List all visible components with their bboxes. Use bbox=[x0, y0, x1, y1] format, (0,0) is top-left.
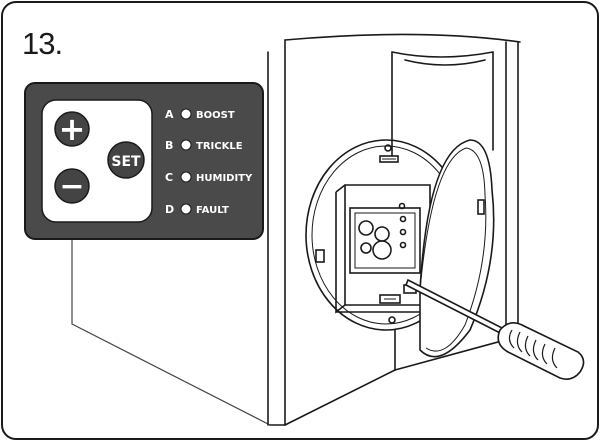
unit-inner-top-arc bbox=[391, 51, 494, 58]
hinged-cover bbox=[419, 139, 495, 358]
cover-hinge bbox=[477, 199, 485, 215]
cover-outer bbox=[419, 139, 495, 358]
screwdriver bbox=[404, 278, 585, 380]
set-button-label: SET bbox=[111, 154, 141, 170]
unit-inner-top-arc-2 bbox=[404, 59, 486, 66]
top-screw bbox=[384, 144, 392, 152]
screwdriver-grip-1 bbox=[508, 329, 515, 349]
indicator-trickle: B TRICKLE bbox=[165, 139, 243, 152]
screwdriver-grip-4 bbox=[532, 339, 539, 361]
indicator-led bbox=[180, 139, 192, 151]
screwdriver-handle bbox=[497, 322, 585, 380]
control-panel: + − SET A BOOST B TRICKLE C HUMIDITY bbox=[24, 82, 264, 240]
inner-housing-back bbox=[335, 184, 420, 314]
indicator-letter: A bbox=[165, 108, 174, 121]
indicator-label: BOOST bbox=[196, 110, 235, 121]
indicator-label: TRICKLE bbox=[196, 141, 243, 152]
unit-left-edge bbox=[71, 239, 271, 426]
indicator-humidity: C HUMIDITY bbox=[165, 171, 253, 184]
left-tab bbox=[315, 249, 325, 263]
indicator-label: HUMIDITY bbox=[196, 173, 253, 184]
indicator-label: FAULT bbox=[196, 205, 229, 216]
minus-icon: − bbox=[59, 169, 84, 204]
indicator-led bbox=[180, 171, 192, 183]
indicator-letter: B bbox=[165, 139, 173, 152]
indicator-letter: D bbox=[165, 203, 174, 216]
unit-top-curve bbox=[284, 33, 521, 43]
minus-button-circle bbox=[54, 168, 90, 204]
plus-icon: + bbox=[59, 110, 86, 148]
minus-button[interactable]: − bbox=[54, 168, 90, 204]
indicator-led bbox=[180, 108, 192, 120]
set-button[interactable]: SET bbox=[107, 141, 145, 179]
indicator-boost: A BOOST bbox=[165, 108, 235, 121]
screwdriver-grip-5 bbox=[541, 343, 548, 365]
circuit-board-inner bbox=[354, 212, 416, 269]
indicator-led bbox=[180, 203, 192, 215]
screwdriver-grip-6 bbox=[551, 347, 558, 369]
indicator-letter: C bbox=[165, 171, 173, 184]
screwdriver-grip-2 bbox=[516, 331, 523, 353]
screwdriver-grip-3 bbox=[524, 335, 531, 357]
step-number: 13. bbox=[22, 26, 63, 61]
plus-button-circle bbox=[54, 111, 90, 147]
bottom-screw bbox=[388, 316, 396, 324]
unit-body bbox=[71, 33, 521, 426]
indicator-fault: D FAULT bbox=[165, 203, 229, 216]
plus-button[interactable]: + bbox=[54, 110, 90, 148]
set-button-circle bbox=[107, 141, 145, 179]
cover-edge bbox=[419, 147, 487, 352]
unit-bottom-edge bbox=[284, 369, 396, 426]
